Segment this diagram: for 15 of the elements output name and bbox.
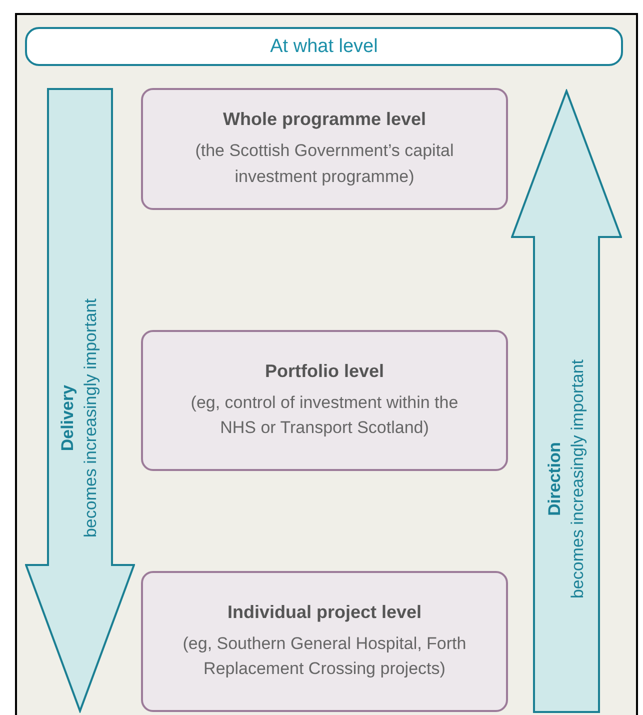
- level-box: [141, 571, 508, 712]
- box-heading: Individual project level: [227, 602, 422, 622]
- box-description: (the Scottish Government’s capital investment programme): [194, 140, 455, 188]
- arrow-text: becomes increasingly important: [566, 359, 588, 599]
- header-text: At what level: [270, 36, 378, 58]
- level-box: [141, 88, 508, 210]
- box-description: (eg, Southern General Hospital, Forth Replacement Crossing projects): [182, 632, 468, 680]
- arrow-text: becomes increasingly important: [80, 298, 101, 538]
- level-box: [141, 330, 508, 471]
- box-heading: Portfolio level: [264, 360, 384, 382]
- box-heading: Whole programme level: [222, 109, 426, 130]
- arrow-heading: Direction: [544, 442, 565, 516]
- header-bar: [25, 27, 623, 66]
- box-description: (eg, control of investment within the NHS or Transport Scotland): [190, 392, 460, 439]
- arrow-heading: Delivery: [57, 384, 78, 452]
